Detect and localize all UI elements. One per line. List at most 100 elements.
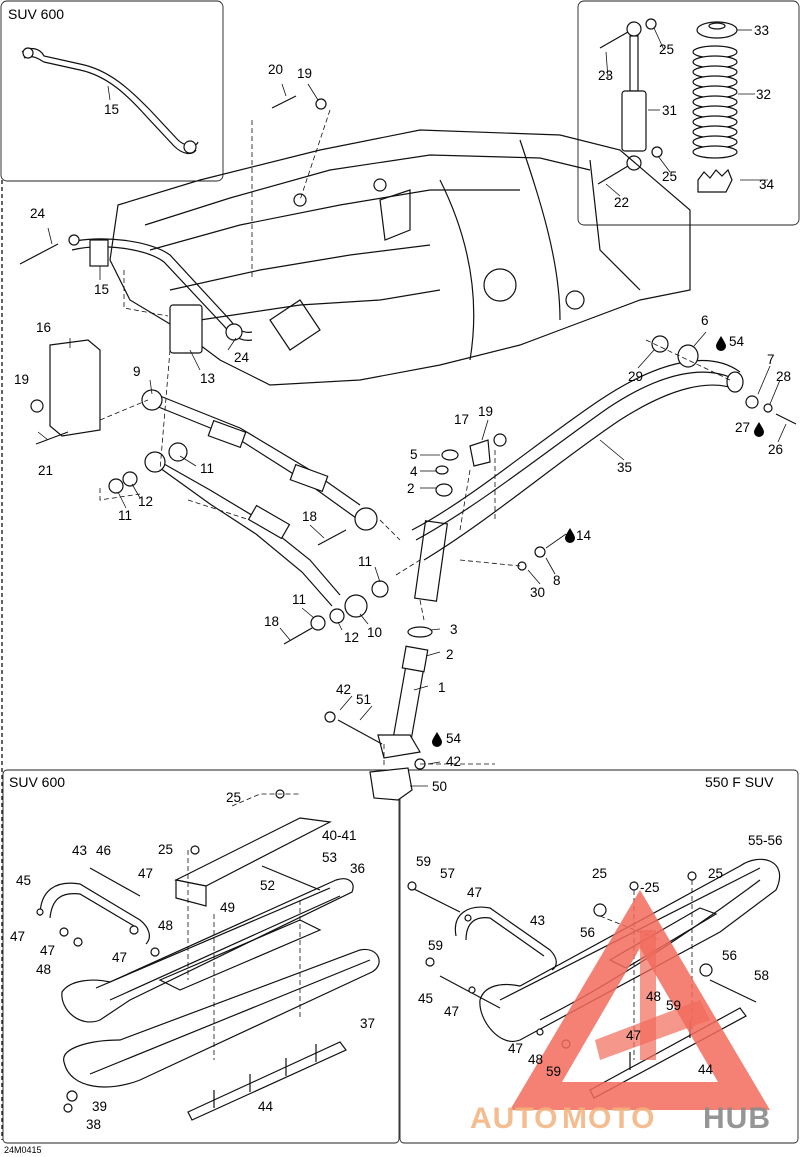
panel-top-right (577, 0, 800, 226)
callout-21: 21 (38, 463, 53, 478)
callout-bl-25b: 25 (158, 842, 173, 857)
panel-title-bottom-right: 550 F SUV (705, 774, 774, 790)
callout-51: 51 (356, 692, 371, 707)
callout-bl-45: 45 (16, 873, 31, 888)
callout-24b: 24 (234, 350, 250, 365)
callout-8: 8 (553, 573, 561, 588)
callout-33: 33 (754, 23, 769, 38)
callout-19c: 19 (478, 404, 493, 419)
callout-5: 5 (410, 447, 418, 462)
washer-24 (68, 234, 80, 246)
upper-a-arm (141, 389, 378, 531)
callout-11a: 11 (200, 461, 214, 476)
callout-bl-47d: 47 (112, 950, 127, 965)
callout-29: 29 (628, 369, 643, 384)
stabilizer-bar-main (69, 238, 253, 341)
callout-27: 27 (735, 420, 750, 435)
callout-br-25c: 25 (708, 866, 723, 881)
ski-adapter-50 (369, 767, 413, 801)
callout-1: 1 (438, 680, 446, 695)
callout-4: 4 (410, 464, 418, 479)
bracket-16 (49, 339, 101, 437)
bolt-20 (271, 95, 297, 109)
washer-28 (763, 403, 773, 413)
callout-11b: 11 (118, 508, 132, 523)
callout-11c: 11 (358, 554, 372, 569)
callout-bl-40-41: 40-41 (322, 828, 357, 843)
callout-9: 9 (133, 364, 141, 379)
watermark-logo (510, 890, 770, 1110)
callout-34: 34 (759, 177, 775, 192)
spindle (377, 520, 448, 759)
callout-19b: 19 (14, 372, 29, 387)
callout-br-59c: 59 (666, 998, 681, 1013)
callout-31: 31 (662, 103, 677, 118)
callout-br-57: 57 (440, 866, 455, 881)
cap-5 (441, 449, 459, 461)
callout-br-55-56: 55-56 (748, 833, 783, 848)
nut-42a (324, 711, 336, 723)
callout-32: 32 (756, 87, 771, 102)
bushing-6 (677, 344, 699, 368)
callout-br-47b: 47 (444, 1004, 459, 1019)
callout-numbers-bottom-right: 55-56 59 57 47 25 -25 25 43 56 59 56 45 … (416, 833, 783, 1079)
callout-30: 30 (530, 585, 545, 600)
callout-br-59b: 59 (428, 938, 443, 953)
bushing-12b (329, 608, 345, 624)
callout-10: 10 (367, 625, 382, 640)
callout-3: 3 (450, 622, 458, 637)
callout-13: 13 (200, 371, 215, 386)
washer-4 (435, 465, 449, 475)
callout-12a: 12 (138, 494, 153, 509)
callout-bl-52: 52 (260, 878, 275, 893)
callout-br-47c: 47 (626, 1028, 641, 1043)
callout-12b: 12 (344, 630, 359, 645)
callout-br-59a: 59 (416, 854, 431, 869)
ski-suv600 (36, 789, 380, 1121)
callout-26: 26 (768, 442, 783, 457)
callout-19a: 19 (297, 66, 312, 81)
bolt-51 (337, 719, 383, 745)
callout-16: 16 (36, 320, 51, 335)
watermark-text-hub: HUB (703, 1102, 771, 1135)
trailing-arm-35 (411, 360, 744, 561)
watermark-text-auto: AUTO (470, 1102, 558, 1135)
callout-11d: 11 (292, 592, 306, 607)
callout-42a: 42 (336, 682, 351, 697)
callout-br-45: 45 (418, 991, 433, 1006)
callout-br-43: 43 (530, 913, 545, 928)
bolt-26 (775, 413, 797, 425)
callout-br-44: 44 (698, 1062, 714, 1077)
watermark-text-moto: MOTO (562, 1102, 655, 1135)
callout-br-59d: 59 (546, 1064, 561, 1079)
callout-bl-47a: 47 (138, 866, 153, 881)
callout-br-48a: 48 (646, 989, 661, 1004)
callout-br-58: 58 (754, 968, 769, 983)
callout-42b: 42 (446, 754, 461, 769)
callout-bl-47b: 47 (10, 929, 25, 944)
callout-bl-46: 46 (96, 843, 111, 858)
callout-br-25b: -25 (640, 880, 660, 895)
callout-2a: 2 (407, 481, 415, 496)
callout-54a: 54 (729, 334, 745, 349)
bushing-2a (435, 483, 453, 497)
callout-numbers-main: 15 20 19 23 25 33 32 31 25 22 34 24 15 1… (14, 23, 791, 794)
callout-bl-37: 37 (360, 1016, 375, 1031)
bolt-18a (317, 529, 347, 546)
callout-numbers-bottom-left: 25 25 40-41 53 36 52 49 43 46 47 45 48 4… (10, 790, 375, 1132)
grease-drop-54a (716, 336, 726, 351)
bushing-11a (108, 478, 124, 494)
callout-bl-47c: 47 (40, 943, 55, 958)
figure-code: 24M0415 (4, 1145, 42, 1155)
bolt-18b (283, 627, 313, 645)
callout-2b: 2 (446, 647, 454, 662)
panel-title-bottom-left: SUV 600 (9, 774, 65, 790)
callout-bl-48b: 48 (36, 962, 51, 977)
bolt-21 (35, 431, 69, 445)
washer-7 (745, 395, 759, 409)
callout-14: 14 (576, 528, 592, 543)
callout-24a: 24 (30, 206, 46, 221)
assembly-lines-main (99, 109, 731, 768)
grease-drop-27 (754, 422, 764, 437)
